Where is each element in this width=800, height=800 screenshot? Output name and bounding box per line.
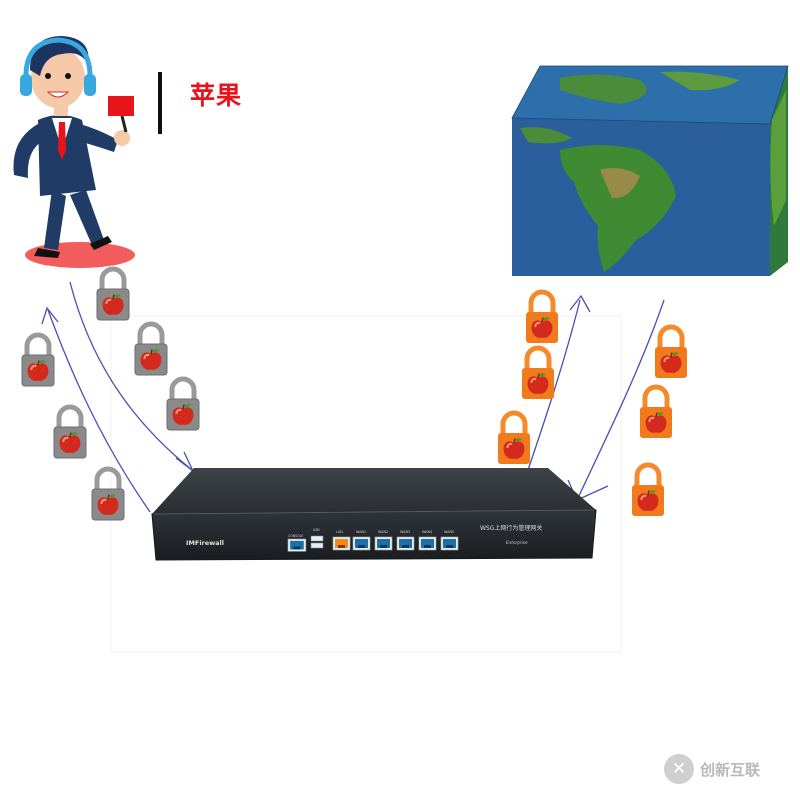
console-port bbox=[287, 538, 307, 552]
wan-port bbox=[374, 536, 393, 551]
firewall-edition: Enterprise bbox=[506, 540, 528, 545]
wan-port bbox=[396, 536, 415, 551]
port-label-lan: LAN bbox=[336, 530, 343, 534]
lock-icon bbox=[97, 269, 129, 320]
wan-port bbox=[418, 536, 437, 551]
firewall-brand: IMFirewall bbox=[186, 539, 224, 547]
arrow-firewall-to-internet bbox=[527, 299, 581, 471]
lock-icon bbox=[640, 387, 672, 438]
lock-icon bbox=[655, 327, 687, 378]
port-label-wan5: WAN5 bbox=[444, 530, 454, 534]
lock-icon bbox=[526, 292, 558, 343]
usb-port bbox=[310, 535, 324, 542]
businessman-icon bbox=[0, 28, 186, 273]
port-label-wan1: WAN1 bbox=[356, 530, 366, 534]
arrow-firewall-to-user bbox=[47, 309, 151, 513]
watermark-text: 创新互联 bbox=[700, 760, 761, 779]
lock-icon bbox=[167, 379, 199, 430]
firewall-model: WSG上网行为管理网关 bbox=[480, 524, 542, 532]
port-label-usb: USB bbox=[313, 528, 320, 532]
lock-icon bbox=[135, 324, 167, 375]
usb-port bbox=[310, 542, 324, 549]
lock-icon bbox=[92, 469, 124, 520]
background-frame bbox=[110, 315, 622, 653]
lan-port bbox=[332, 536, 351, 551]
lock-icon bbox=[632, 465, 664, 516]
port-label-wan3: WAN3 bbox=[400, 530, 410, 534]
lock-icon bbox=[22, 335, 54, 386]
wan-port bbox=[440, 536, 459, 551]
watermark-logo-icon: ✕ bbox=[664, 754, 694, 784]
wan-port bbox=[352, 536, 371, 551]
port-label-wan4: WAN4 bbox=[422, 530, 432, 534]
arrow-internet-to-firewall bbox=[577, 299, 665, 499]
arrows bbox=[41, 281, 665, 513]
port-label-wan2: WAN2 bbox=[378, 530, 388, 534]
arrow-user-to-firewall bbox=[69, 281, 193, 471]
globe-cube-icon bbox=[511, 65, 789, 276]
watermark: ✕ 创新互联 bbox=[664, 752, 760, 786]
firewall-device: IMFirewall CONSOLE USB LAN WAN1 WAN2 WAN… bbox=[151, 468, 597, 561]
lock-icon bbox=[522, 348, 554, 399]
lock-icon bbox=[54, 407, 86, 458]
lock-icon bbox=[498, 413, 530, 464]
port-label-console: CONSOLE bbox=[288, 534, 303, 538]
user-label: 苹果 bbox=[190, 81, 243, 110]
